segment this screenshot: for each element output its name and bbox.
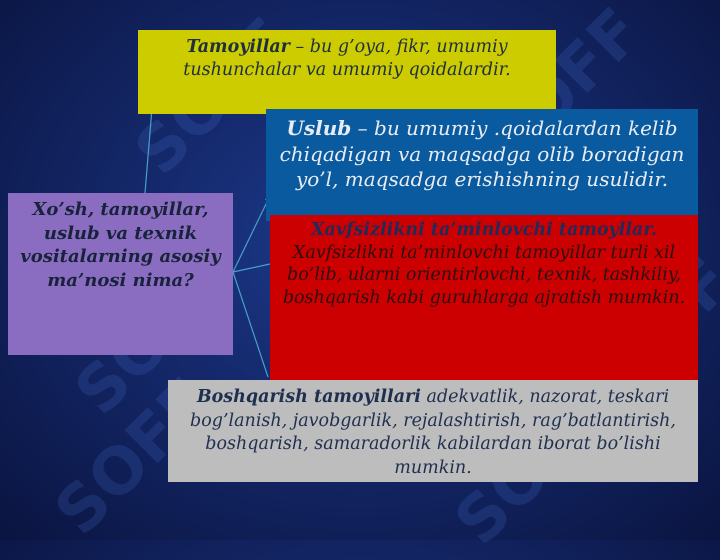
boshqarish-term: Boshqarish tamoyillari [196,387,421,407]
question-text: Xo’sh, tamoyillar, uslub va texnik vosit… [20,199,221,291]
tamoyillar-definition-box: Tamoyillar – bu g’oya, fikr, umumiy tush… [138,30,556,114]
xavfsizlik-text: Xavfsizlikni ta’minlovchi tamoyillar tur… [282,242,686,308]
connector-to-uslub [232,199,269,273]
xavfsizlik-term: Xavfsizlikni ta’minlovchi tamoyllar. [310,220,658,240]
connector-to-xavfsizlik [232,263,271,273]
question-box: Xo’sh, tamoyillar, uslub va texnik vosit… [8,193,233,355]
tamoyillar-text: – bu g’oya, fikr, umumiy tushunchalar va… [183,37,511,80]
slide: SOFF SOFF SOFF SOFF SOFF SOFF SOFF Tamoy… [8,0,720,560]
connector-to-boshqarish [232,271,269,378]
boshqarish-definition-box: Boshqarish tamoyillari adekvatlik, nazor… [168,380,698,482]
tamoyillar-term: Tamoyillar [186,37,290,57]
uslub-definition-box: Uslub – bu umumiy .qoidalardan kelib chi… [266,109,698,221]
uslub-term: Uslub [286,116,352,140]
uslub-text: – bu umumiy .qoidalardan kelib chiqadiga… [279,116,685,191]
xavfsizlik-definition-box: Xavfsizlikni ta’minlovchi tamoyllar. Xav… [270,215,698,380]
boshqarish-text: adekvatlik, nazorat, teskari bog’lanish,… [190,387,676,478]
